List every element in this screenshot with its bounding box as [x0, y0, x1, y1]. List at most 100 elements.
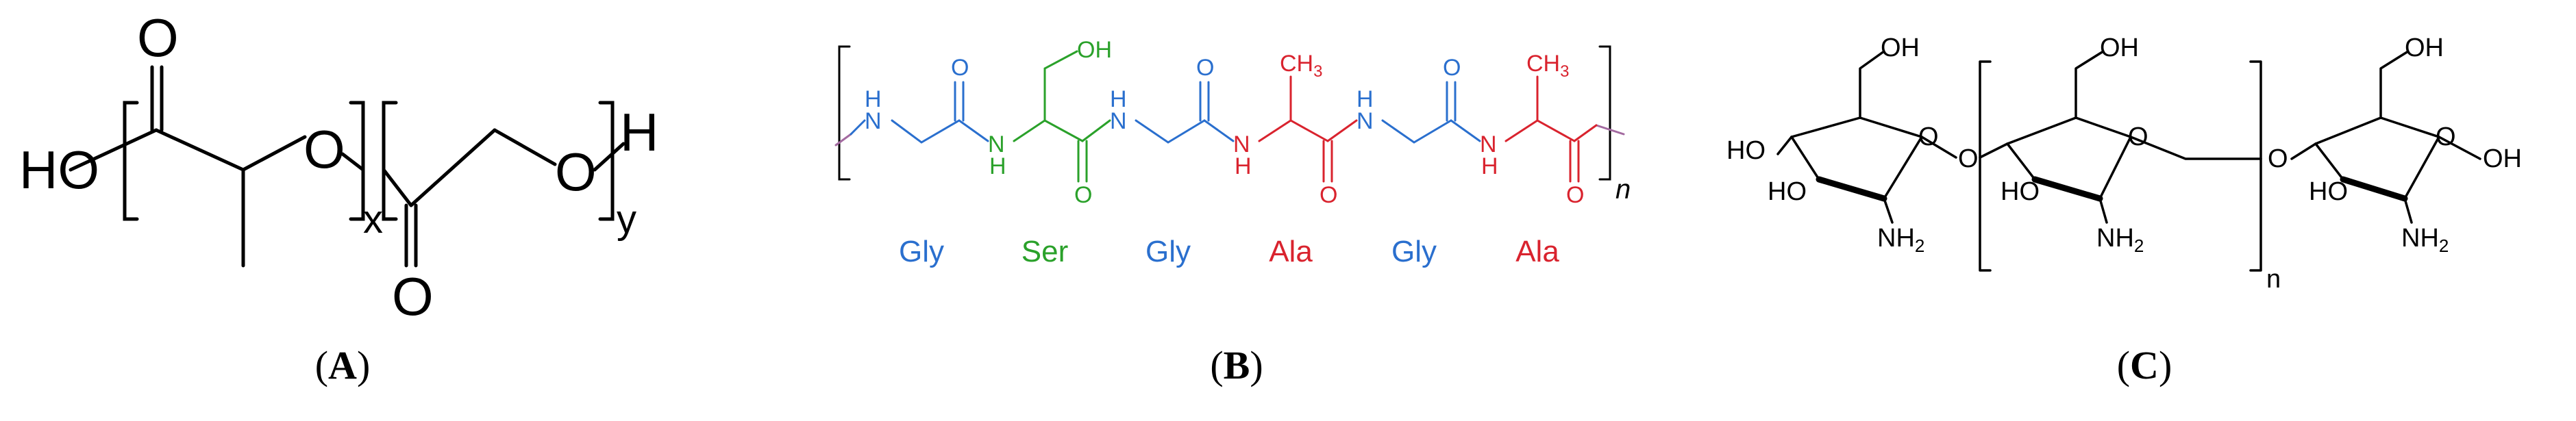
residue-label-ala-1: Ala [1269, 235, 1313, 268]
subscript-y: y [617, 197, 636, 242]
atom-h-1: H [865, 86, 882, 112]
atom-o-2: O [1074, 182, 1092, 208]
residue-label-ser: Ser [1021, 235, 1068, 268]
bond-terminal-right [1595, 124, 1625, 136]
residue-gly-3-atoms: H N O [1357, 55, 1461, 134]
residue-ser-bonds [1013, 50, 1111, 183]
atom-h-5: H [1357, 86, 1374, 112]
ring-1-nh2: NH2 [1877, 224, 1924, 256]
bracket-b-right [1598, 45, 1611, 181]
panel-a-plga-structure: HO O O O O H x y (A) [0, 0, 685, 421]
ring-3-oh-top: OH [2405, 34, 2444, 62]
atom-n-1: N [865, 108, 882, 134]
bond-ho-c1 [69, 128, 158, 172]
atom-oh-ser: OH [1077, 37, 1112, 63]
repeat-label-n-b: n [1615, 175, 1631, 205]
bracket-a2-left [382, 101, 398, 221]
subscript-x: x [363, 197, 383, 242]
atom-o-ester-1: O [304, 119, 345, 179]
residue-label-gly-1: Gly [899, 235, 944, 268]
panel-b-caption-letter: B [1223, 343, 1250, 387]
bond-c2-o [241, 135, 307, 172]
atom-n-6: N [1480, 131, 1497, 157]
bond-o-h [593, 142, 626, 172]
residue-gly-3-bonds [1381, 81, 1481, 144]
ring-1-oh-top: OH [1881, 34, 1920, 62]
residue-gly-1-atoms: H N O [865, 55, 969, 134]
panel-a-caption: (A) [314, 343, 371, 387]
bond-c3-o-double [404, 203, 418, 268]
bond-o-out [340, 152, 365, 172]
atom-n-2: N [988, 131, 1005, 157]
bond-terminal-left [834, 133, 852, 146]
residue-label-ala-2: Ala [1515, 235, 1559, 268]
panel-c-chitosan-structure: OH HO HO O NH2 O OH HO O NH2 O OH HO O O… [1713, 0, 2576, 421]
glycosidic-o-2: O [2268, 144, 2288, 173]
panel-c-caption-letter: C [2130, 343, 2159, 387]
bracket-a2-right [598, 101, 615, 221]
atom-o-1: O [951, 55, 969, 81]
atom-o-4: O [1320, 182, 1337, 208]
panel-b-peptide-structure: H N O N H OH O H N O N H C [808, 0, 1665, 421]
glycosidic-o-1: O [1958, 144, 1979, 173]
residue-ala-1-atoms: N H CH3 O [1233, 51, 1337, 208]
ring-3-bonds [2290, 50, 2481, 224]
atom-ch3-2: CH3 [1526, 51, 1569, 81]
bond-c4-o [493, 128, 557, 166]
ring-2-oh-top: OH [2100, 34, 2139, 62]
panel-a-caption-letter: A [328, 343, 357, 387]
ring-2-nh2: NH2 [2096, 224, 2144, 256]
ring-2-bonds [1979, 50, 2262, 224]
residue-ala-2-atoms: N H CH3 O [1480, 51, 1584, 208]
ring-1-ho-left: HO [1726, 136, 1766, 165]
atom-h-end: H [620, 102, 658, 162]
panel-b-caption: (B) [1210, 343, 1263, 387]
bracket-a1-right [349, 101, 365, 221]
atom-o-3: O [1196, 55, 1214, 81]
bracket-b-left [838, 45, 851, 181]
ring-3-oh-right: OH [2483, 144, 2522, 173]
bracket-a1-left [123, 101, 139, 221]
ring-1-bonds [1776, 50, 1957, 224]
atom-n-4: N [1233, 131, 1250, 157]
ring-1-o-ring: O [1918, 123, 1939, 151]
residue-gly-2-bonds [1135, 81, 1235, 144]
residue-label-gly-3: Gly [1391, 235, 1437, 268]
atom-n-5: N [1357, 108, 1374, 134]
ring-2-ho-bottom: HO [2001, 177, 2040, 206]
atom-h-3: H [1110, 86, 1127, 112]
panel-c-caption: (C) [2116, 343, 2172, 387]
atom-n-3: N [1110, 108, 1127, 134]
residue-ala-2-bonds [1504, 75, 1598, 183]
ring-1-ho-bottom: HO [1768, 177, 1807, 206]
atom-o-ester-2: O [555, 142, 597, 202]
atom-ch3-1: CH3 [1280, 51, 1322, 81]
bond-c3-in [382, 168, 413, 207]
ring-2-o-ring: O [2128, 123, 2148, 151]
atom-h-4: H [1235, 153, 1252, 179]
bond-c1-o-double [150, 65, 164, 132]
residue-ser-atoms: N H OH O [988, 37, 1112, 208]
residue-label-gly-2: Gly [1145, 235, 1191, 268]
atom-o-5: O [1443, 55, 1461, 81]
bracket-c-left [1979, 60, 1992, 272]
ring-3-nh2: NH2 [2401, 224, 2449, 256]
residue-ala-1-bonds [1258, 75, 1358, 183]
ring-3-o-ring: O [2436, 123, 2456, 151]
bond-c1-c2 [154, 128, 245, 172]
bracket-c-right [2249, 60, 2262, 272]
bond-c3-c4 [409, 128, 497, 207]
plga-structure-svg: HO O O O O H x y [19, 8, 658, 327]
ring-3-ho-bottom: HO [2309, 177, 2348, 206]
atom-o-6: O [1566, 182, 1584, 208]
chitosan-structure-svg: OH HO HO O NH2 O OH HO O NH2 O OH HO O O… [1726, 34, 2522, 294]
residue-gly-2-atoms: H N O [1110, 55, 1214, 134]
atom-h-2: H [989, 153, 1006, 179]
atom-o-carbonyl-2: O [392, 266, 434, 327]
peptide-structure-svg: H N O N H OH O H N O N H C [834, 37, 1631, 268]
repeat-label-n-c: n [2266, 265, 2281, 294]
atom-h-6: H [1481, 153, 1498, 179]
atom-ho: HO [19, 140, 99, 200]
atom-o-carbonyl-1: O [137, 8, 179, 68]
